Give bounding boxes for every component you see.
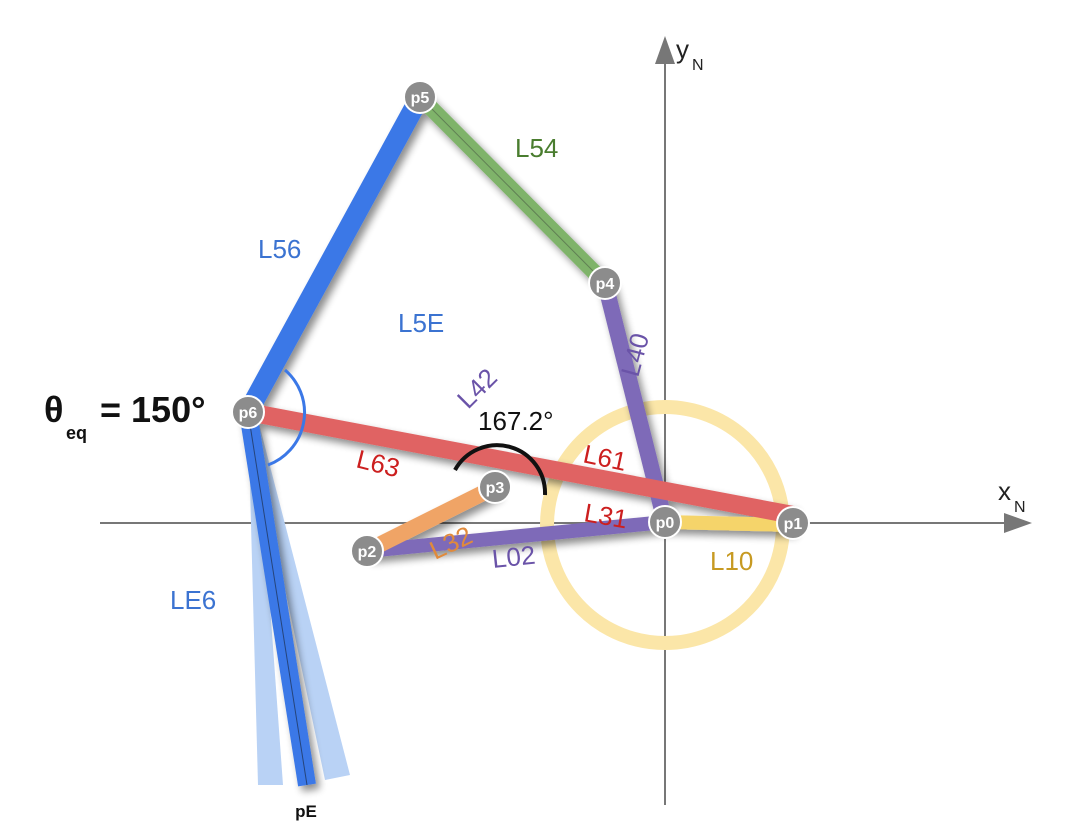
label-L63: L63 — [354, 444, 403, 484]
node-label-p2: p2 — [358, 544, 377, 561]
theta-value: = 150° — [100, 389, 206, 430]
theta-symbol: θ — [44, 389, 63, 430]
node-p5[interactable]: p5 — [403, 80, 437, 114]
node-p1[interactable]: p1 — [776, 506, 810, 540]
p3-angle-value: 167.2° — [478, 406, 553, 436]
node-label-p0: p0 — [656, 515, 675, 532]
label-L54: L54 — [515, 133, 558, 163]
node-label-p1: p1 — [784, 516, 803, 533]
node-p0[interactable]: p0 — [648, 505, 682, 539]
x-axis-letter: x — [998, 476, 1011, 506]
node-p6[interactable]: p6 — [231, 395, 265, 429]
link-L32 — [363, 479, 499, 559]
link-L63 — [246, 403, 795, 524]
label-L5E: L5E — [398, 308, 444, 338]
y-axis-letter: y — [676, 34, 689, 64]
label-LE6: LE6 — [170, 585, 216, 615]
label-L56: L56 — [258, 234, 301, 264]
link-L02 — [366, 515, 666, 558]
y-axis-subscript: N — [692, 57, 704, 74]
label-L02: L02 — [490, 540, 536, 574]
theta-subscript: eq — [66, 423, 87, 443]
link-L56 — [239, 92, 429, 417]
link-L54-border — [419, 96, 606, 284]
node-p4[interactable]: p4 — [588, 266, 622, 300]
label-L31: L31 — [582, 497, 630, 534]
node-label-p4: p4 — [596, 276, 615, 293]
node-p2[interactable]: p2 — [350, 534, 384, 568]
x-axis-label: x N — [998, 476, 1026, 516]
node-label-p6: p6 — [239, 405, 258, 422]
link-LE6-outline — [247, 411, 308, 786]
theta-annotation: θ eq = 150° — [44, 389, 206, 443]
y-axis-label: y N — [676, 34, 704, 74]
node-label-p3: p3 — [486, 480, 505, 497]
label-L10: L10 — [710, 546, 753, 576]
x-axis-subscript: N — [1014, 499, 1026, 516]
theta-arc — [267, 368, 307, 467]
node-label-p5: p5 — [411, 90, 430, 107]
node-label-pE: pE — [295, 802, 317, 821]
node-p3[interactable]: p3 — [478, 470, 512, 504]
link-L10 — [664, 515, 794, 532]
p3-angle-arc — [453, 443, 548, 496]
le6-swing-range-right — [248, 412, 350, 780]
